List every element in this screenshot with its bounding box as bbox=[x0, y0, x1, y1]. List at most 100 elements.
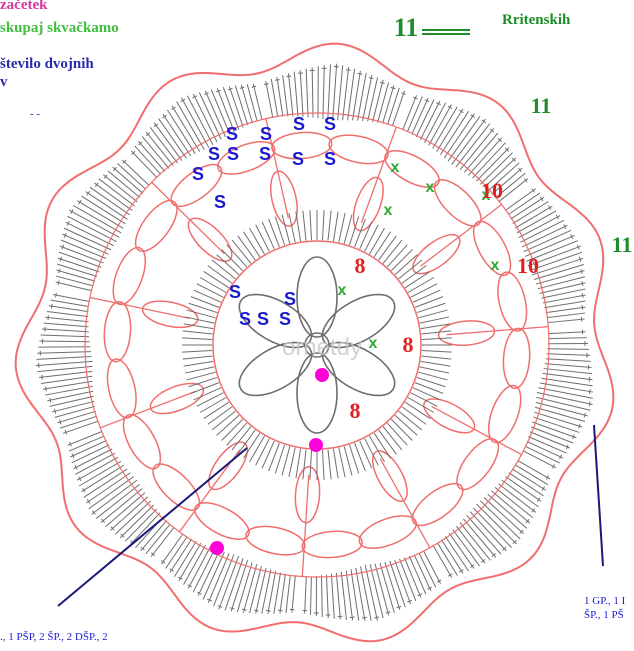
middle-stitch bbox=[203, 401, 230, 419]
fan-stitch bbox=[384, 561, 401, 611]
fan-stitch bbox=[48, 305, 89, 313]
blue-s-symbol: S bbox=[208, 144, 220, 164]
fan-stitch-tick bbox=[427, 586, 433, 590]
blue-s-symbol: S bbox=[192, 164, 204, 184]
fan-stitch bbox=[466, 514, 502, 555]
middle-stitch bbox=[261, 440, 275, 469]
chain-loop bbox=[502, 327, 531, 390]
center-flower bbox=[238, 256, 396, 434]
fan-stitch-tick bbox=[470, 114, 475, 118]
fan-stitch-tick bbox=[140, 546, 145, 551]
green-x-mark: x bbox=[426, 179, 435, 196]
fan-stitch bbox=[548, 318, 585, 324]
middle-stitch bbox=[369, 435, 385, 463]
fan-stitch bbox=[242, 564, 258, 613]
fan-stitch-tick bbox=[50, 303, 53, 309]
fan-stitch-tick bbox=[545, 475, 549, 480]
fan-stitch bbox=[483, 497, 524, 535]
fan-stitch bbox=[545, 306, 586, 314]
fan-stitch bbox=[498, 483, 537, 513]
fan-stitch-tick bbox=[548, 205, 552, 210]
fan-stitch bbox=[267, 570, 277, 614]
fan-stitch bbox=[85, 472, 131, 504]
fan-stitch bbox=[204, 90, 226, 138]
green-x-mark: x bbox=[391, 159, 400, 176]
middle-stitch bbox=[354, 218, 366, 248]
middle-stitch bbox=[302, 449, 307, 480]
legend-dash-mark: - - bbox=[30, 108, 41, 120]
fan-stitch bbox=[548, 337, 587, 340]
middle-stitch bbox=[193, 387, 222, 401]
fan-stitch bbox=[145, 523, 171, 555]
fan-stitch-tick bbox=[204, 92, 209, 96]
middle-stitch bbox=[378, 235, 397, 261]
middle-stitch bbox=[416, 376, 446, 388]
fan-stitch-tick bbox=[217, 605, 223, 608]
fan-stitch bbox=[534, 406, 586, 422]
middle-stitch bbox=[193, 289, 222, 303]
fan-stitch bbox=[357, 72, 367, 121]
chain-loop-lattice bbox=[89, 118, 549, 577]
fan-stitch bbox=[322, 65, 325, 119]
fan-stitch bbox=[542, 372, 593, 381]
middle-stitch bbox=[261, 221, 275, 250]
fan-stitch bbox=[299, 70, 304, 117]
middle-stitch bbox=[386, 244, 408, 268]
fan-stitch bbox=[459, 522, 491, 561]
fan-stitch-tick bbox=[583, 412, 586, 418]
legend-count-label-line2: v bbox=[0, 74, 8, 90]
fan-stitch bbox=[476, 147, 510, 182]
fan-stitch bbox=[544, 363, 592, 368]
fan-stitch bbox=[37, 351, 91, 354]
fan-stitch bbox=[119, 504, 155, 539]
blue-s-symbol: S bbox=[239, 309, 251, 329]
fan-stitch bbox=[173, 540, 197, 577]
fan-stitch bbox=[511, 468, 547, 491]
fan-stitch-tick bbox=[578, 256, 582, 262]
fan-stitch bbox=[265, 81, 274, 118]
fan-stitch bbox=[234, 85, 249, 126]
fan-stitch bbox=[536, 391, 593, 405]
fan-stitch bbox=[192, 93, 218, 143]
middle-stitch bbox=[338, 447, 346, 478]
fan-stitch bbox=[406, 96, 423, 132]
fan-stitch bbox=[451, 118, 487, 165]
fan-stitch bbox=[178, 543, 202, 581]
fan-stitch bbox=[529, 251, 583, 271]
fan-stitch bbox=[287, 73, 294, 117]
fan-stitch-tick bbox=[497, 138, 502, 143]
fan-stitch bbox=[63, 227, 112, 251]
fan-stitch bbox=[67, 215, 117, 242]
middle-stitch bbox=[410, 392, 438, 407]
fan-stitch bbox=[501, 479, 539, 508]
middle-stitch bbox=[421, 337, 452, 341]
fan-stitch-tick bbox=[277, 609, 283, 612]
round-number-11-right: 11 bbox=[612, 232, 633, 257]
fan-stitch-tick bbox=[531, 508, 536, 513]
fan-stitch-tick bbox=[491, 553, 496, 557]
chain-loop bbox=[122, 413, 162, 470]
chain-spoke bbox=[89, 296, 190, 320]
note-bottom-right-line2: ŠP., 1 PŠ bbox=[584, 609, 624, 621]
fan-stitch bbox=[538, 387, 593, 399]
fan-stitch bbox=[183, 544, 206, 585]
middle-stitch bbox=[249, 227, 265, 255]
fan-stitch-tick bbox=[227, 87, 233, 91]
fan-stitch-tick bbox=[541, 486, 545, 491]
fan-stitch bbox=[444, 536, 469, 572]
fan-stitch bbox=[452, 529, 480, 567]
fan-stitch-tick bbox=[162, 114, 167, 119]
fan-stitch bbox=[187, 546, 211, 589]
blue-s-symbol: S bbox=[324, 114, 336, 134]
fan-stitch-tick bbox=[196, 591, 202, 595]
fan-stitch bbox=[520, 219, 565, 243]
start-dot bbox=[210, 541, 224, 555]
middle-stitch bbox=[382, 239, 403, 264]
middle-stitch bbox=[348, 216, 360, 246]
fan-stitch-tick bbox=[576, 244, 580, 250]
fan-stitch bbox=[39, 340, 90, 343]
fan-stitch bbox=[543, 368, 593, 375]
fan-stitch bbox=[55, 275, 94, 287]
chain-loop bbox=[106, 358, 137, 419]
